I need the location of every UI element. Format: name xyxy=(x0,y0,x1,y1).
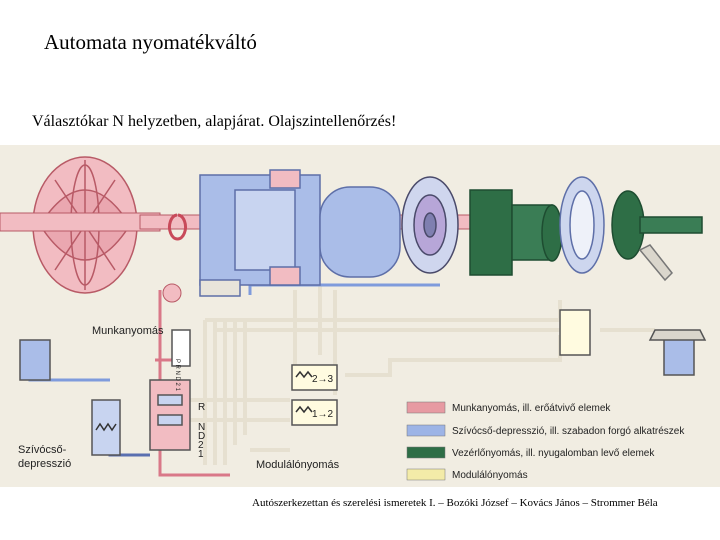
label-szivocso-1: Szívócső- xyxy=(18,444,67,456)
slide-subtitle: Választókar N helyzetben, alapjárat. Ola… xyxy=(32,113,396,131)
legend-swatch-1 xyxy=(407,425,445,436)
oil-pump xyxy=(163,284,181,302)
legend-label-2: Vezérlőnyomás, ill. nyugalomban levő ele… xyxy=(452,448,655,459)
legend-label-3: Modulálónyomás xyxy=(452,470,528,481)
label-modulalonyomas: Modulálónyomás xyxy=(256,459,340,471)
label-port-1: 1 xyxy=(198,449,204,460)
label-valve-23: 2→3 xyxy=(312,374,334,385)
transmission-diagram-svg: Munkanyomás Szívócső- depresszió Modulál… xyxy=(0,145,720,487)
label-port-r: R xyxy=(198,402,205,413)
input-shaft xyxy=(0,213,160,231)
governor-valve xyxy=(560,310,705,375)
label-valve-12: 1→2 xyxy=(312,409,334,420)
legend-swatch-0 xyxy=(407,402,445,413)
footer-credit: Autószerkezettan és szerelési ismeretek … xyxy=(252,497,658,509)
vacuum-modulator xyxy=(20,340,120,455)
label-szivocso-2: depresszió xyxy=(18,458,71,470)
legend-label-1: Szívócső-depresszió, ill. szabadon forgó… xyxy=(452,426,685,437)
label-munkanyomas: Munkanyomás xyxy=(92,325,164,337)
legend-label-0: Munkanyomás, ill. erőátvivő elemek xyxy=(452,403,611,414)
legend-swatch-2 xyxy=(407,447,445,458)
planetary-gear xyxy=(402,177,458,273)
transmission-diagram: Munkanyomás Szívócső- depresszió Modulál… xyxy=(0,145,720,487)
label-selector: P R N D 2 1 xyxy=(174,359,180,392)
legend-swatch-3 xyxy=(407,469,445,480)
output-gear xyxy=(612,191,702,280)
slide-title: Automata nyomatékváltó xyxy=(44,30,257,55)
output-drum xyxy=(560,177,604,273)
brake-band-drum xyxy=(470,190,562,275)
clutch-housing xyxy=(200,170,400,296)
selector-valve xyxy=(150,330,190,450)
legend: Munkanyomás, ill. erőátvivő elemek Szívó… xyxy=(407,402,685,481)
